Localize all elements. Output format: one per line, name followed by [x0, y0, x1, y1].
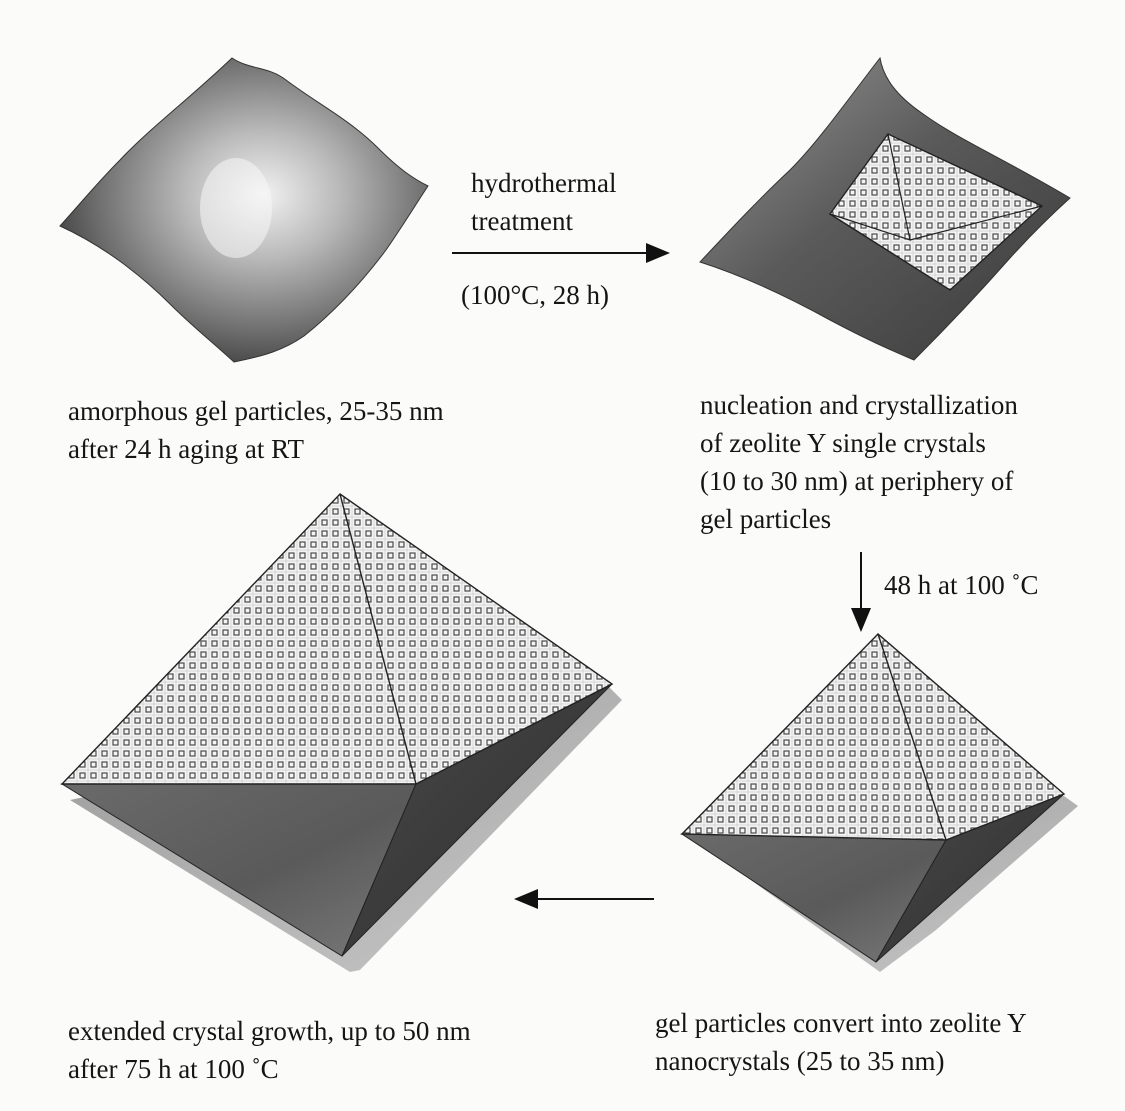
arrow2-label: 48 h at 100 ˚C	[884, 566, 1039, 604]
stage3-caption: gel particles convert into zeolite Y nan…	[655, 1004, 1027, 1080]
amorphous-gel-particle-icon	[59, 57, 429, 363]
stage2-caption: nucleation and crystallization of zeolit…	[700, 386, 1018, 538]
stage2-caption-line: gel particles	[700, 504, 832, 534]
arrow1-condition-text: (100°C, 28 h)	[461, 280, 610, 310]
stage2-caption-line: (10 to 30 nm) at periphery of	[700, 466, 1014, 496]
stage2-caption-line: of zeolite Y single crystals	[700, 428, 986, 458]
arrow1-label: hydrothermal treatment	[471, 164, 616, 240]
stage1-caption-line: after 24 h aging at RT	[68, 434, 305, 464]
arrow1-label-line: hydrothermal	[471, 168, 617, 198]
nucleating-gel-particle-icon	[699, 56, 1071, 361]
stage3-caption-line: nanocrystals (25 to 35 nm)	[655, 1046, 945, 1076]
large-zeolite-crystal-icon	[60, 493, 622, 972]
arrow2-label-text: 48 h at 100 ˚C	[884, 570, 1039, 600]
stage1-caption: amorphous gel particles, 25-35 nm after …	[68, 392, 444, 468]
stage1-caption-line: amorphous gel particles, 25-35 nm	[68, 396, 444, 426]
stage4-caption-line: extended crystal growth, up to 50 nm	[68, 1016, 471, 1046]
arrow1-label-line: treatment	[471, 206, 573, 236]
zeolite-nanocrystal-icon	[680, 633, 1078, 972]
stage3-caption-line: gel particles convert into zeolite Y	[655, 1008, 1027, 1038]
stage4-caption: extended crystal growth, up to 50 nm aft…	[68, 1012, 471, 1088]
arrow1-condition: (100°C, 28 h)	[461, 276, 609, 314]
stage4-caption-line: after 75 h at 100 ˚C	[68, 1054, 279, 1084]
stage2-caption-line: nucleation and crystallization	[700, 390, 1018, 420]
